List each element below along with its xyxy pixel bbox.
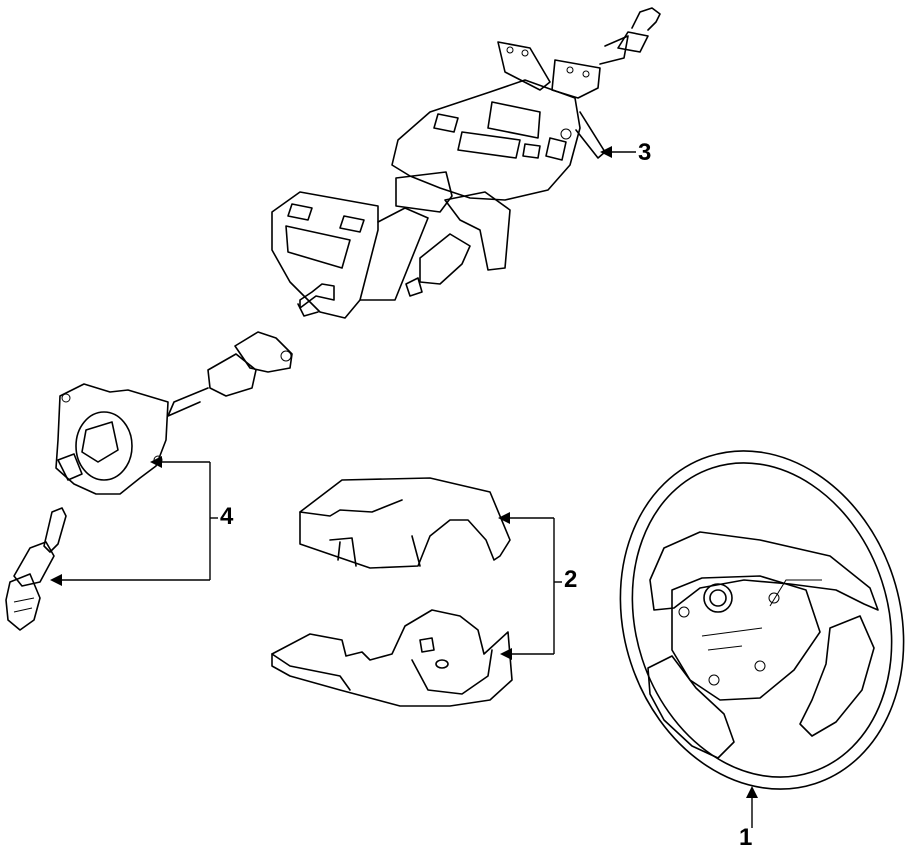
steering-shaft-stub bbox=[5, 507, 67, 631]
steering-column-assembly bbox=[271, 7, 661, 319]
upper-column-shroud bbox=[299, 477, 511, 569]
callout-label-3: 3 bbox=[638, 139, 652, 166]
callout-label-1: 1 bbox=[739, 824, 753, 851]
steering-wheel bbox=[619, 450, 905, 790]
callout-label-4: 4 bbox=[220, 503, 234, 530]
lower-column-shroud bbox=[271, 609, 513, 707]
intermediate-shaft bbox=[55, 331, 293, 495]
callout-leaders bbox=[50, 146, 758, 828]
callout-label-2: 2 bbox=[564, 566, 578, 593]
